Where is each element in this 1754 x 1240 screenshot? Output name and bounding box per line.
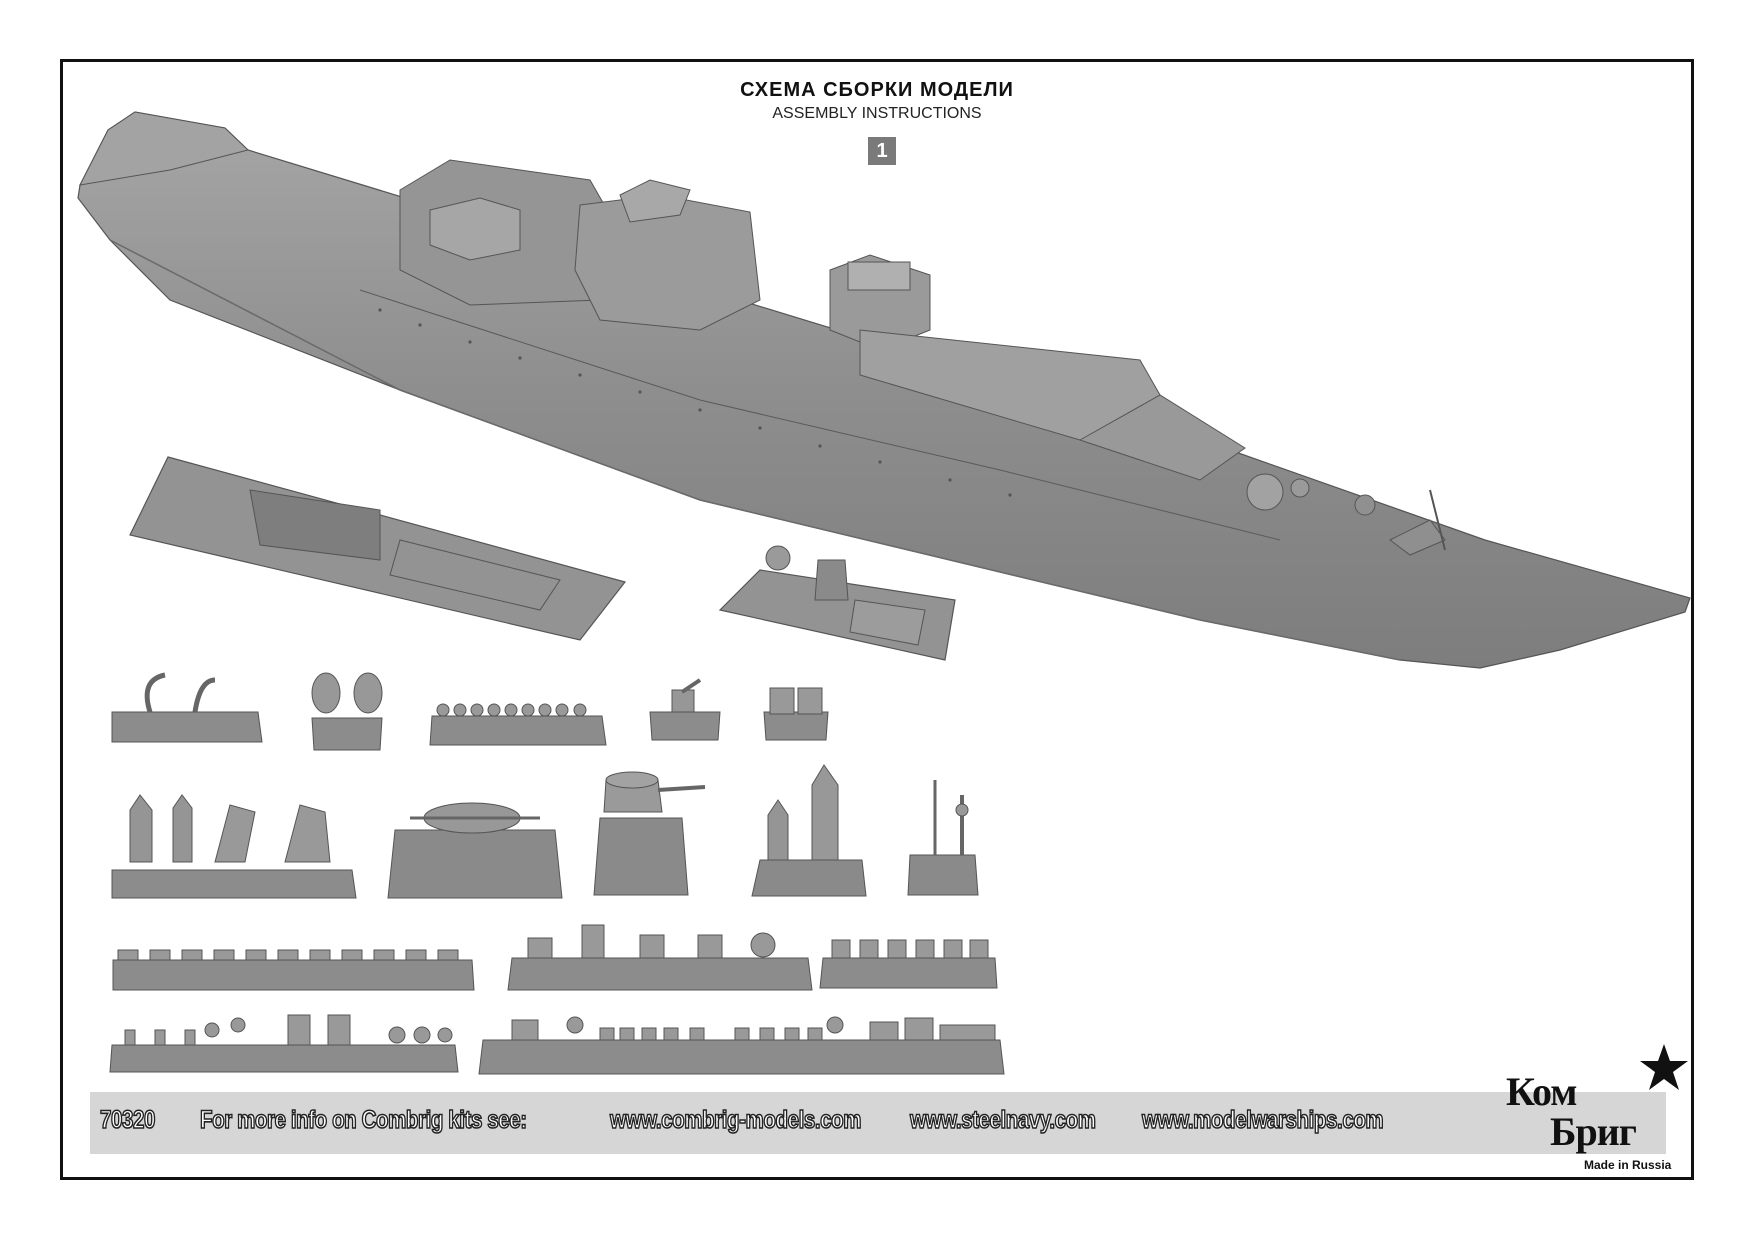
link-combrig-models[interactable]: www.combrig-models.com (609, 1105, 862, 1135)
logo-tagline: Made in Russia (1584, 1158, 1672, 1172)
step-number-badge: 1 (868, 137, 896, 165)
parts-sprue-small-fittings (429, 703, 607, 746)
parts-sprue-boats-launchers (111, 794, 357, 899)
link-steelnavy[interactable]: www.steelnavy.com (909, 1105, 1096, 1135)
parts-sprue-antennas (109, 1014, 459, 1073)
mid-deck-plate (718, 545, 956, 661)
ship-hull (77, 111, 1691, 669)
footer-band: 70320 For more info on Combrig kits see:… (90, 1092, 1666, 1154)
parts-sprue-gun (649, 678, 721, 741)
parts-sprue-blocks (763, 687, 829, 741)
parts-sprue-aa-guns (507, 924, 813, 991)
logo-line-2: Бриг (1550, 1109, 1637, 1154)
parts-sprue-radomes (311, 672, 383, 751)
parts-sprue-bomb-launcher (387, 802, 563, 899)
link-modelwarships[interactable]: www.modelwarships.com (1141, 1105, 1384, 1135)
page-frame (60, 59, 1694, 1180)
parts-sprue-missiles (751, 764, 867, 897)
aft-deck-plate (129, 456, 627, 641)
page-title-russian: СХЕМА СБОРКИ МОДЕЛИ (740, 79, 1014, 101)
kit-number: 70320 (99, 1105, 156, 1135)
footer-info-text: For more info on Combrig kits see: (199, 1105, 527, 1135)
parts-sprue-gun-turret (593, 771, 706, 896)
parts-sprue-lockers (112, 949, 475, 991)
parts-sprue-directors (478, 1016, 1005, 1075)
parts-sprue-vents (819, 939, 998, 989)
logo-line-1: Ком (1506, 1069, 1577, 1114)
parts-sprue-cranes (111, 672, 263, 743)
parts-sprue-mast (907, 780, 979, 896)
star-icon (1640, 1044, 1688, 1090)
combrig-logo: Ком Бриг Made in Russia (1496, 1040, 1696, 1172)
page-title-english: ASSEMBLY INSTRUCTIONS (772, 105, 982, 122)
